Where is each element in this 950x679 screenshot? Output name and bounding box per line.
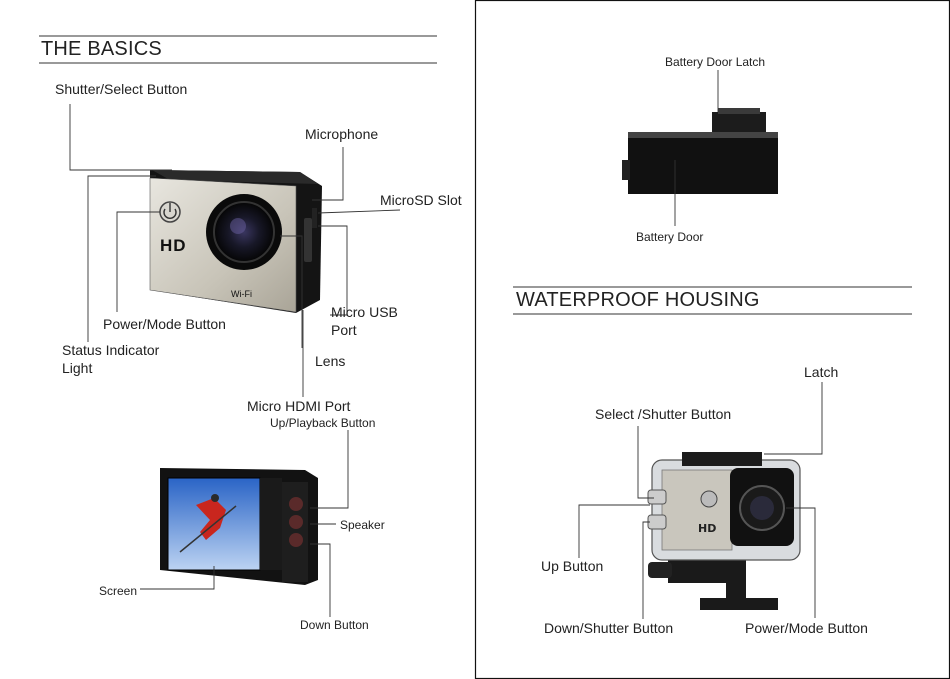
hd-print: HD xyxy=(160,236,187,255)
label-down-button: Down Button xyxy=(300,618,369,632)
label-shutter-select-button: Shutter/Select Button xyxy=(55,81,188,97)
svg-text:HD: HD xyxy=(698,522,716,535)
label-micro-usb-line2: Port xyxy=(331,322,357,338)
label-status-indicator-line1: Status Indicator xyxy=(62,342,160,358)
label-status-indicator-line2: Light xyxy=(62,360,93,376)
label-micro-usb-line1: Micro USB xyxy=(331,304,398,320)
label-battery-door-latch: Battery Door Latch xyxy=(665,55,766,69)
label-speaker: Speaker xyxy=(340,518,385,532)
housing-title: WATERPROOF HOUSING xyxy=(516,289,760,311)
label-housing-select-shutter-button: Select /Shutter Button xyxy=(595,406,732,422)
label-housing-up-button: Up Button xyxy=(541,558,604,574)
wifi-print: Wi-Fi xyxy=(231,289,252,299)
label-battery-door: Battery Door xyxy=(636,230,704,244)
label-housing-latch: Latch xyxy=(804,364,839,380)
label-lens: Lens xyxy=(315,353,346,369)
label-up-playback-button: Up/Playback Button xyxy=(270,416,376,430)
basics-title: THE BASICS xyxy=(41,38,162,60)
label-microsd-slot: MicroSD Slot xyxy=(380,192,462,208)
label-microphone: Microphone xyxy=(305,126,379,142)
label-micro-hdmi-port: Micro HDMI Port xyxy=(247,398,351,414)
label-housing-power-mode-button: Power/Mode Button xyxy=(745,620,868,636)
label-housing-down-shutter-button: Down/Shutter Button xyxy=(544,620,674,636)
label-power-mode-button: Power/Mode Button xyxy=(103,316,226,332)
label-screen: Screen xyxy=(99,584,138,598)
